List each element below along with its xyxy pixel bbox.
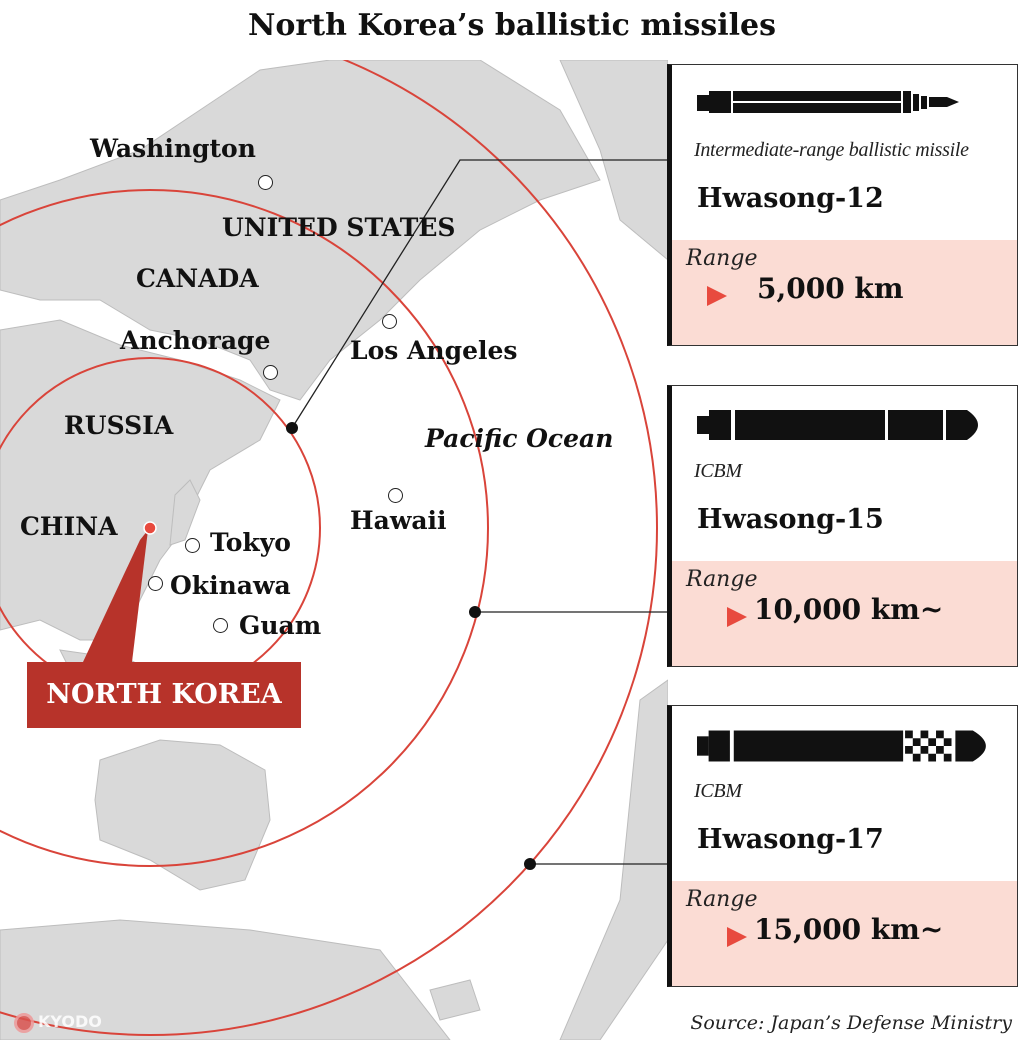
range-value: 15,000 km~ — [754, 913, 944, 946]
range-value: 5,000 km — [757, 272, 904, 305]
label-okinawa: Okinawa — [170, 571, 291, 600]
tokyo-marker — [185, 538, 200, 553]
label-guam: Guam — [239, 611, 322, 640]
range-ring-15000km — [0, 60, 658, 1036]
missile-icon — [697, 730, 986, 762]
land-masses — [0, 60, 668, 1040]
range-ring-10000km — [0, 189, 489, 867]
label-russia: RUSSIA — [64, 411, 174, 440]
range-panel: Range 5,000 km — [672, 240, 1017, 345]
missile-name: Hwasong-15 — [697, 504, 884, 535]
label-washington: Washington — [90, 134, 256, 163]
missile-name: Hwasong-17 — [697, 824, 884, 855]
label-tokyo: Tokyo — [210, 528, 291, 557]
missile-name: Hwasong-12 — [697, 183, 884, 214]
missile-card-hwasong-17: ICBM Hwasong-17 Range 15,000 km~ — [667, 705, 1018, 987]
range-label: Range — [686, 887, 758, 912]
triangle-icon — [727, 607, 747, 627]
kyodo-logo: KYODO — [14, 1012, 102, 1033]
ring-markers — [286, 422, 536, 870]
triangle-icon — [707, 286, 727, 306]
range-label: Range — [686, 567, 758, 592]
anchorage-marker — [263, 365, 278, 380]
triangle-icon — [727, 927, 747, 947]
label-los-angeles: Los Angeles — [350, 336, 518, 365]
missile-card-hwasong-12: Intermediate-range ballistic missile Hwa… — [667, 64, 1018, 346]
okinawa-marker — [148, 576, 163, 591]
label-united-states: UNITED STATES — [222, 213, 456, 242]
range-map — [0, 60, 668, 1040]
range-value: 10,000 km~ — [754, 593, 944, 626]
callout-pointer — [83, 530, 148, 662]
label-canada: CANADA — [136, 264, 259, 293]
source-credit: Source: Japan’s Defense Ministry — [690, 1012, 1012, 1034]
label-pacific-ocean: Pacific Ocean — [425, 424, 614, 453]
range-label: Range — [686, 246, 758, 271]
label-anchorage: Anchorage — [120, 326, 271, 355]
logo-mark-icon — [14, 1012, 34, 1033]
label-hawaii: Hawaii — [350, 506, 447, 535]
logo-text: KYODO — [38, 1012, 102, 1031]
label-china: CHINA — [20, 512, 118, 541]
north-korea-callout: NORTH KOREA — [27, 662, 301, 728]
range-panel: Range 15,000 km~ — [672, 881, 1017, 986]
hawaii-marker — [388, 488, 403, 503]
missile-card-hwasong-15: ICBM Hwasong-15 Range 10,000 km~ — [667, 385, 1018, 667]
missile-type: ICBM — [694, 780, 742, 802]
guam-marker — [213, 618, 228, 633]
washington-marker — [258, 175, 273, 190]
missile-icon — [697, 91, 959, 113]
missile-type: Intermediate-range ballistic missile — [694, 139, 969, 161]
missile-icon — [697, 410, 978, 440]
infographic-title: North Korea’s ballistic missiles — [247, 8, 777, 43]
missile-type: ICBM — [694, 460, 742, 482]
map-graphic — [0, 60, 668, 1040]
range-panel: Range 10,000 km~ — [672, 561, 1017, 666]
leader-lines — [291, 159, 668, 865]
los-angeles-marker — [382, 314, 397, 329]
north-korea-marker — [143, 521, 157, 535]
